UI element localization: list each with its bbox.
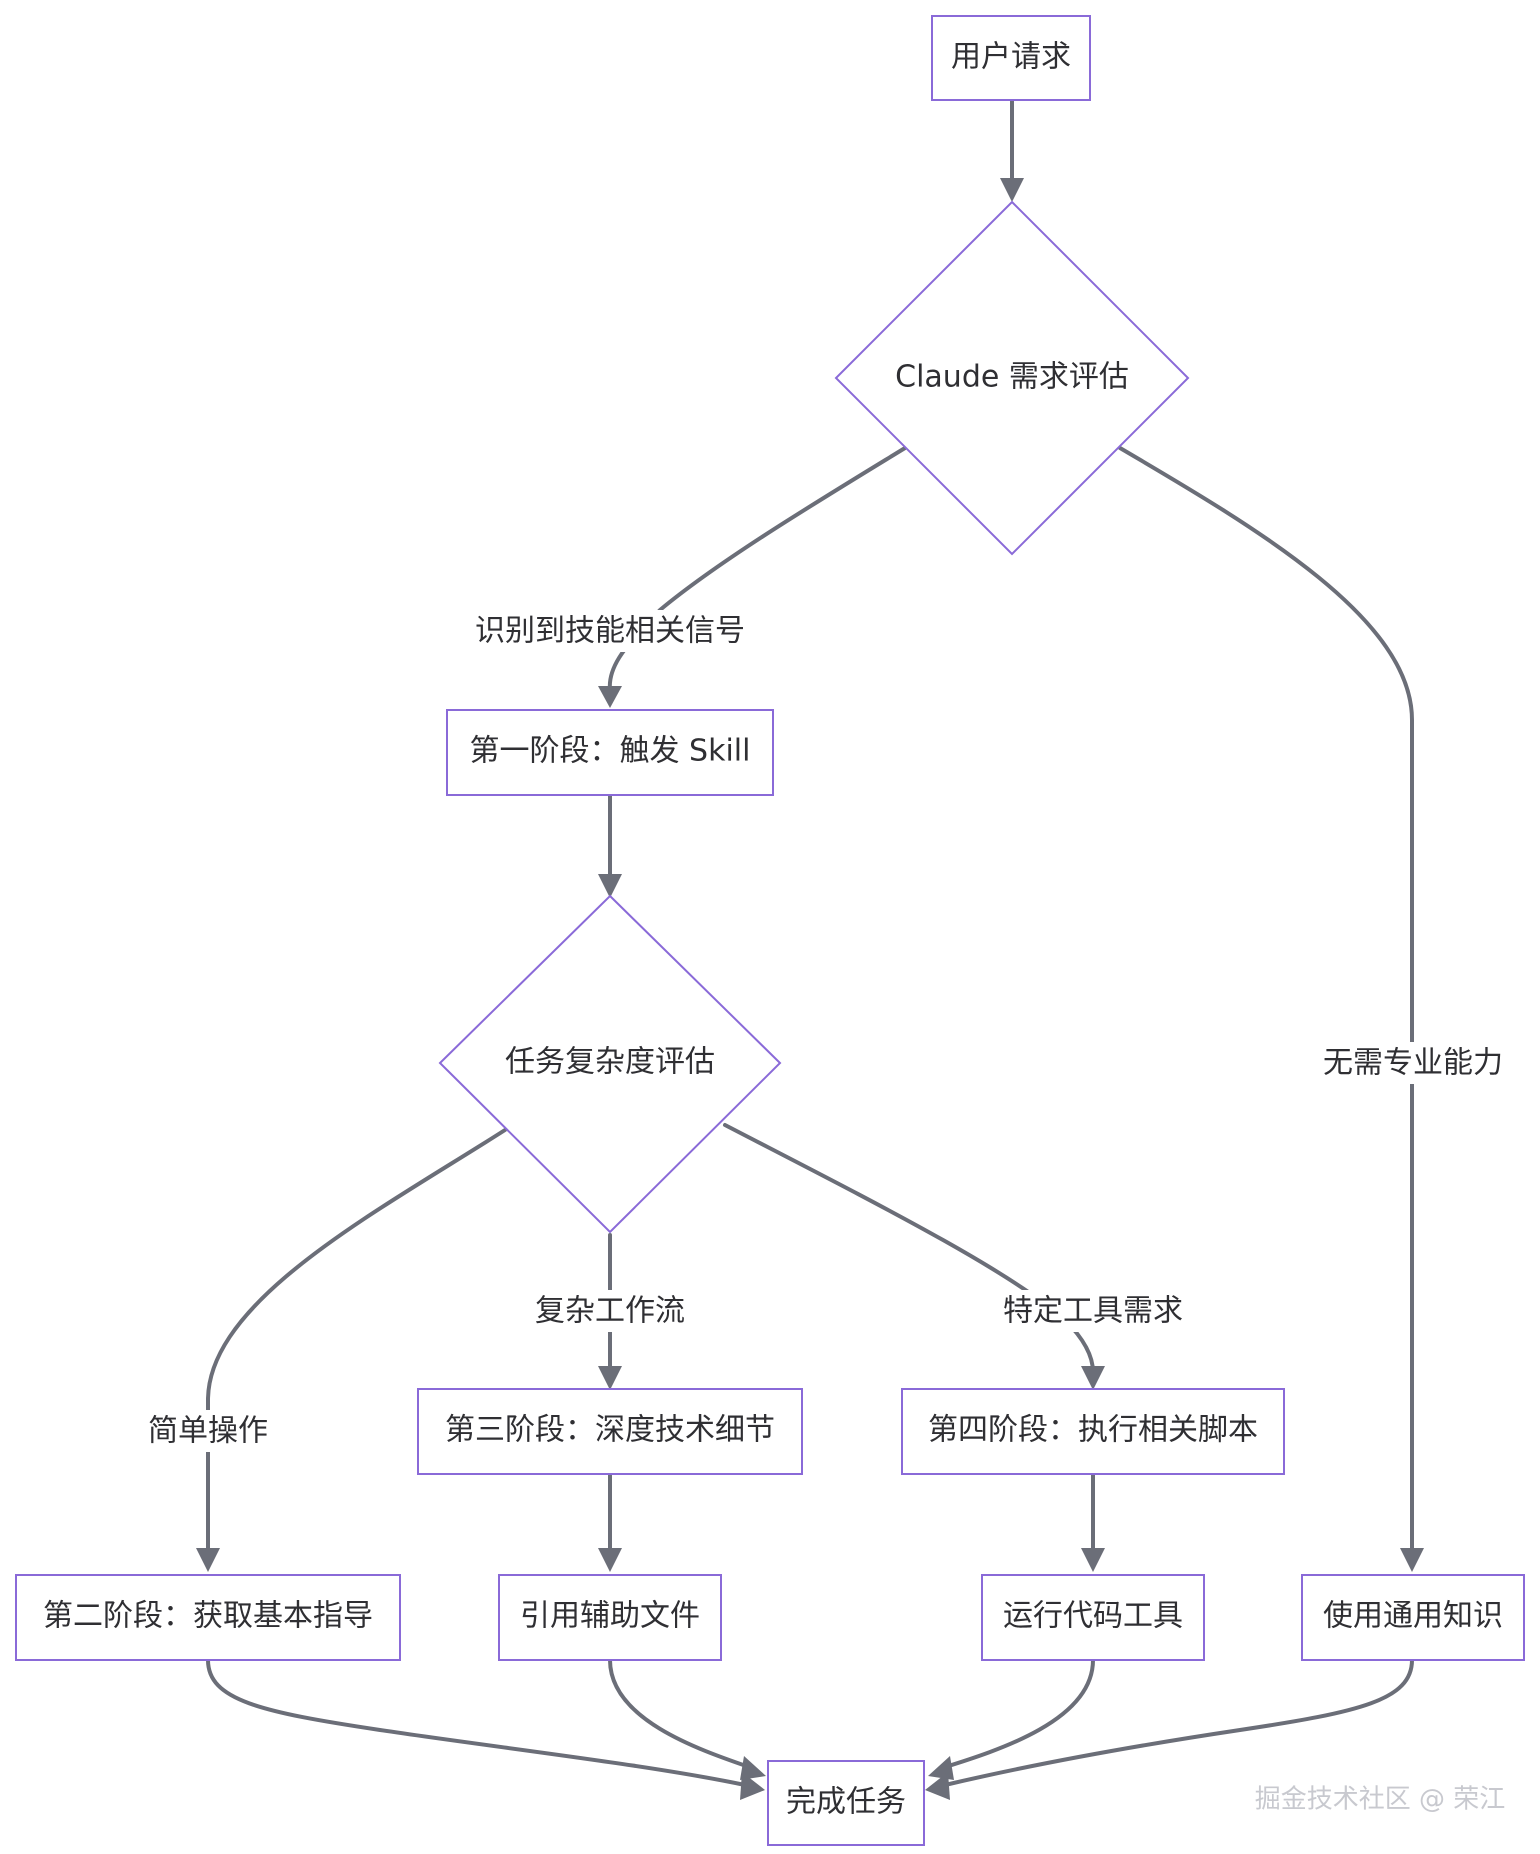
node-ref-files-label: 引用辅助文件 [520, 1599, 700, 1634]
arrowhead-done-from-ref [740, 1756, 766, 1780]
edges [196, 98, 1424, 1800]
node-user-request-label: 用户请求 [951, 40, 1071, 75]
node-user-request: 用户请求 [931, 15, 1091, 101]
edge-label-complex-workflow-text: 复杂工作流 [535, 1294, 685, 1329]
node-run-tools: 运行代码工具 [981, 1574, 1205, 1661]
node-stage3: 第三阶段：深度技术细节 [417, 1388, 803, 1475]
arrowhead-stage4 [1081, 1366, 1105, 1390]
node-done: 完成任务 [767, 1760, 925, 1846]
node-complexity-eval-label: 任务复杂度评估 [505, 1045, 715, 1080]
node-stage1: 第一阶段：触发 Skill [446, 709, 774, 796]
node-complexity-eval: 任务复杂度评估 [438, 894, 782, 1234]
node-stage2-label: 第二阶段：获取基本指导 [43, 1599, 373, 1634]
edge-complexity-to-stage2 [206, 1128, 507, 1557]
edge-label-complex-workflow: 复杂工作流 [527, 1290, 693, 1332]
nodes: 用户请求 Claude 需求评估 第一阶段：触发 Skill 任务复杂度评估 第… [15, 15, 1525, 1846]
node-stage1-label: 第一阶段：触发 Skill [470, 734, 751, 769]
node-general-knowledge-label: 使用通用知识 [1323, 1599, 1503, 1634]
arrowhead-done-from-general [925, 1772, 950, 1800]
edge-labels: 识别到技能相关信号 无需专业能力 简单操作 复杂工作流 特定工具需求 [142, 610, 1510, 1452]
watermark: 掘金技术社区 @ 荣江 [1255, 1785, 1506, 1815]
edge-stage2-to-done [206, 1658, 747, 1787]
arrowhead-claude-eval [1000, 178, 1024, 202]
node-claude-eval-label: Claude 需求评估 [895, 360, 1129, 395]
node-claude-eval: Claude 需求评估 [834, 200, 1190, 556]
arrowhead-done-from-run [928, 1756, 954, 1780]
arrowhead-complexity [598, 874, 622, 898]
node-stage4-label: 第四阶段：执行相关脚本 [928, 1413, 1258, 1448]
arrowhead-stage3 [598, 1366, 622, 1390]
edge-claude-eval-to-stage1 [607, 446, 907, 692]
edge-claude-eval-to-general [1118, 446, 1414, 1557]
node-general-knowledge: 使用通用知识 [1301, 1574, 1525, 1661]
edge-label-no-expertise: 无需专业能力 [1316, 1042, 1510, 1084]
edge-label-simple-op: 简单操作 [142, 1410, 274, 1452]
edge-complexity-to-stage4 [723, 1123, 1095, 1374]
edge-label-skill-signal-text: 识别到技能相关信号 [475, 614, 745, 649]
arrowhead-stage1 [598, 686, 622, 708]
arrowhead-ref [598, 1548, 622, 1572]
edge-run-to-done [940, 1658, 1095, 1770]
node-ref-files: 引用辅助文件 [498, 1574, 722, 1661]
arrowhead-stage2 [196, 1548, 220, 1572]
node-stage3-label: 第三阶段：深度技术细节 [445, 1413, 775, 1448]
edge-label-skill-signal: 识别到技能相关信号 [462, 610, 758, 652]
node-run-tools-label: 运行代码工具 [1003, 1599, 1183, 1634]
node-stage2: 第二阶段：获取基本指导 [15, 1574, 401, 1661]
node-done-label: 完成任务 [786, 1785, 906, 1820]
arrowhead-general [1400, 1548, 1424, 1572]
edge-label-specific-tools-text: 特定工具需求 [1003, 1294, 1183, 1329]
edge-label-specific-tools: 特定工具需求 [993, 1290, 1193, 1332]
edge-ref-to-done [608, 1658, 754, 1770]
edge-general-to-done [943, 1658, 1414, 1787]
node-stage4: 第四阶段：执行相关脚本 [901, 1388, 1285, 1475]
arrowhead-run [1081, 1548, 1105, 1572]
edge-label-no-expertise-text: 无需专业能力 [1323, 1046, 1503, 1081]
edge-label-simple-op-text: 简单操作 [148, 1414, 268, 1449]
